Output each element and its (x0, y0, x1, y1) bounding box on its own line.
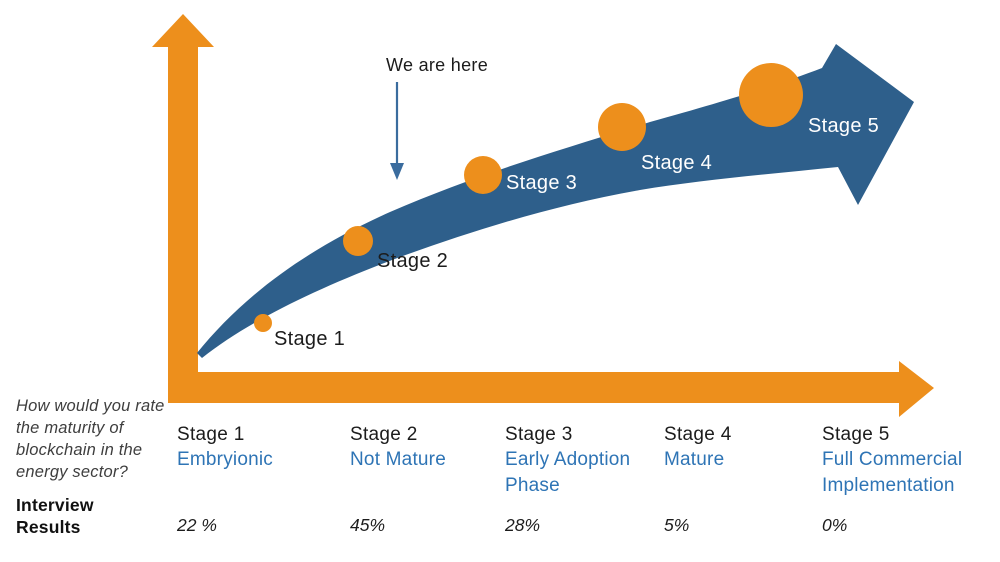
survey-question: How would you rate the maturity of block… (16, 395, 165, 483)
survey-question-line: blockchain in the (16, 441, 143, 459)
column-stage-name: Stage 3 (505, 424, 573, 445)
column-maturity-label: Embryionic (177, 449, 273, 470)
column-maturity-label: Not Mature (350, 449, 446, 470)
column-maturity-label: Mature (664, 449, 725, 470)
interview-results-row-label-line: Results (16, 517, 81, 537)
interview-results-row-label: Interview Results (16, 494, 94, 538)
table-column-stage-3: Stage 3 Early Adoption Phase 28% (505, 424, 647, 559)
table-column-stage-4: Stage 4 Mature 5% (664, 424, 804, 559)
stage-5-dot (739, 63, 803, 127)
column-stage-name: Stage 2 (350, 424, 418, 445)
we-are-here-label: We are here (386, 55, 489, 75)
curve-stage-4-label: Stage 4 (641, 152, 713, 174)
y-axis-arrow (152, 14, 214, 403)
curve-stage-2-label: Stage 2 (377, 250, 449, 272)
column-result-value: 45% (350, 515, 386, 535)
table-column-stage-2: Stage 2 Not Mature 45% (350, 424, 500, 559)
column-result-value: 28% (505, 515, 541, 535)
stage-2-dot (343, 226, 373, 256)
survey-question-line: How would you rate (16, 397, 165, 415)
column-maturity-label: Full Commercial Implementation (822, 449, 963, 496)
curve-stage-1-label: Stage 1 (274, 328, 346, 350)
column-stage-name: Stage 1 (177, 424, 245, 445)
we-are-here-arrow-icon (390, 82, 404, 180)
table-column-stage-1: Stage 1 Embryionic 22 % (177, 424, 327, 559)
column-stage-name: Stage 4 (664, 424, 732, 445)
column-result-value: 0% (822, 515, 848, 535)
survey-question-line: the maturity of (16, 419, 124, 437)
column-stage-name: Stage 5 (822, 424, 890, 445)
column-result-value: 5% (664, 515, 690, 535)
maturity-curve-arrow (197, 44, 914, 358)
interview-results-row-label-line: Interview (16, 495, 94, 515)
stage-1-dot (254, 314, 272, 332)
curve-stage-3-label: Stage 3 (506, 172, 578, 194)
table-column-stage-5: Stage 5 Full Commercial Implementation 0… (822, 424, 980, 559)
x-axis-arrow (168, 361, 934, 417)
stage-4-dot (598, 103, 646, 151)
column-result-value: 22 % (177, 515, 217, 535)
column-maturity-label: Early Adoption Phase (505, 449, 631, 496)
survey-question-line: energy sector? (16, 463, 128, 481)
curve-stage-5-label: Stage 5 (808, 115, 880, 137)
stage-3-dot (464, 156, 502, 194)
